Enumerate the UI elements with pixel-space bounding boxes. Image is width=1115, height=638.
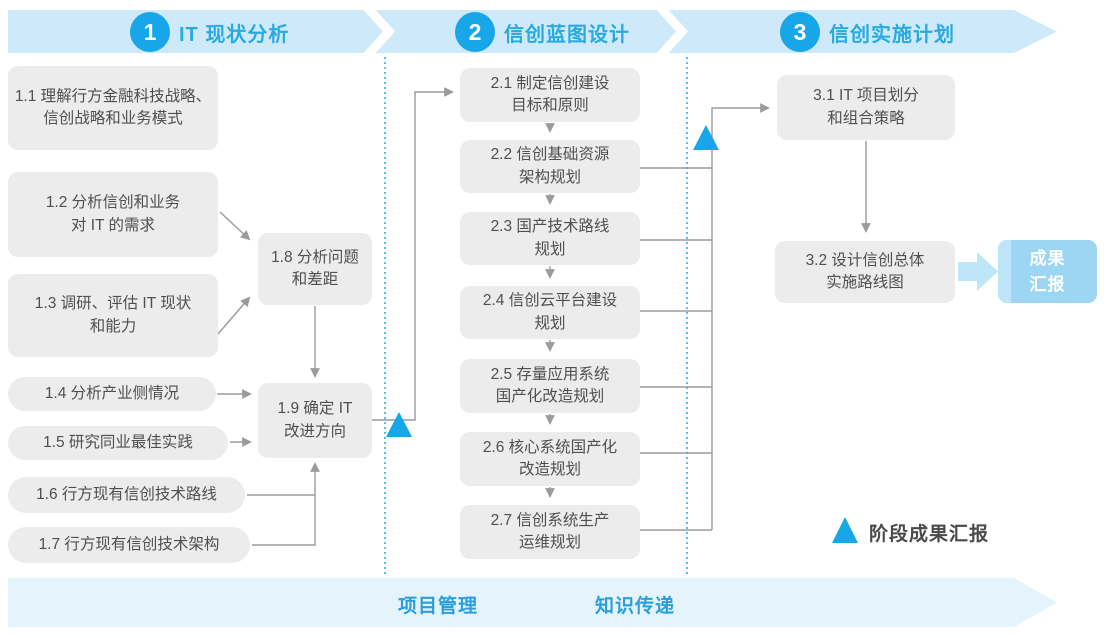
phase-2-number-badge: 2 <box>455 12 495 52</box>
step-box-1-1: 1.1 理解行方金融科技战略、 信创战略和业务模式 <box>8 66 218 150</box>
step-box-1-5: 1.5 研究同业最佳实践 <box>8 426 228 460</box>
connector-lines <box>217 87 871 546</box>
result-report-box: 成果 汇报 <box>998 240 1097 303</box>
result-arrow-icon <box>958 252 998 291</box>
chevron-separator-1-icon <box>362 2 396 61</box>
phase-3-number-badge: 3 <box>780 12 820 52</box>
footer-knowledge-transfer-label: 知识传递 <box>595 596 676 617</box>
legend-phase-report-label: 阶段成果汇报 <box>869 524 990 545</box>
step-box-2-5: 2.5 存量应用系统 国产化改造规划 <box>460 359 640 413</box>
step-box-3-2: 3.2 设计信创总体 实施路线图 <box>775 241 955 303</box>
phase-3-header: 3 信创实施计划 <box>780 11 955 53</box>
step-box-1-9: 1.9 确定 IT 改进方向 <box>258 383 372 458</box>
phase-3-title: 信创实施计划 <box>829 23 955 46</box>
step-box-1-6: 1.6 行方现有信创技术路线 <box>8 477 245 513</box>
phase-1-header: 1 IT 现状分析 <box>130 11 289 53</box>
step-box-1-8: 1.8 分析问题 和差距 <box>258 233 372 305</box>
step-box-1-7: 1.7 行方现有信创技术架构 <box>8 527 250 563</box>
legend-triangle-icon <box>832 517 858 543</box>
phase-1-title: IT 现状分析 <box>179 23 290 46</box>
result-box-stripe <box>998 240 1011 303</box>
result-report-label: 成果 汇报 <box>1029 249 1066 294</box>
footer-band <box>8 578 1057 627</box>
step-box-1-3: 1.3 调研、评估 IT 现状 和能力 <box>8 274 218 357</box>
phase-2-title: 信创蓝图设计 <box>504 23 630 46</box>
step-box-2-1: 2.1 制定信创建设 目标和原则 <box>460 68 640 122</box>
step-box-2-2: 2.2 信创基础资源 架构规划 <box>460 140 640 193</box>
step-box-1-2: 1.2 分析信创和业务 对 IT 的需求 <box>8 172 218 257</box>
step-box-2-6: 2.6 核心系统国产化 改造规划 <box>460 432 640 486</box>
step-box-3-1: 3.1 IT 项目划分 和组合策略 <box>777 75 955 140</box>
step-box-1-4: 1.4 分析产业侧情况 <box>8 377 216 411</box>
phase-1-number-badge: 1 <box>130 12 170 52</box>
step-box-2-4: 2.4 信创云平台建设 规划 <box>460 286 640 339</box>
step-box-2-7: 2.7 信创系统生产 运维规划 <box>460 505 640 559</box>
footer-project-management-label: 项目管理 <box>398 596 479 617</box>
step-box-2-3: 2.3 国产技术路线 规划 <box>460 212 640 265</box>
phase-2-header: 2 信创蓝图设计 <box>455 11 630 53</box>
phase-report-triangle-2-icon <box>693 125 719 150</box>
phase-report-triangle-1-icon <box>386 412 412 437</box>
chevron-separator-2-icon <box>655 2 689 61</box>
